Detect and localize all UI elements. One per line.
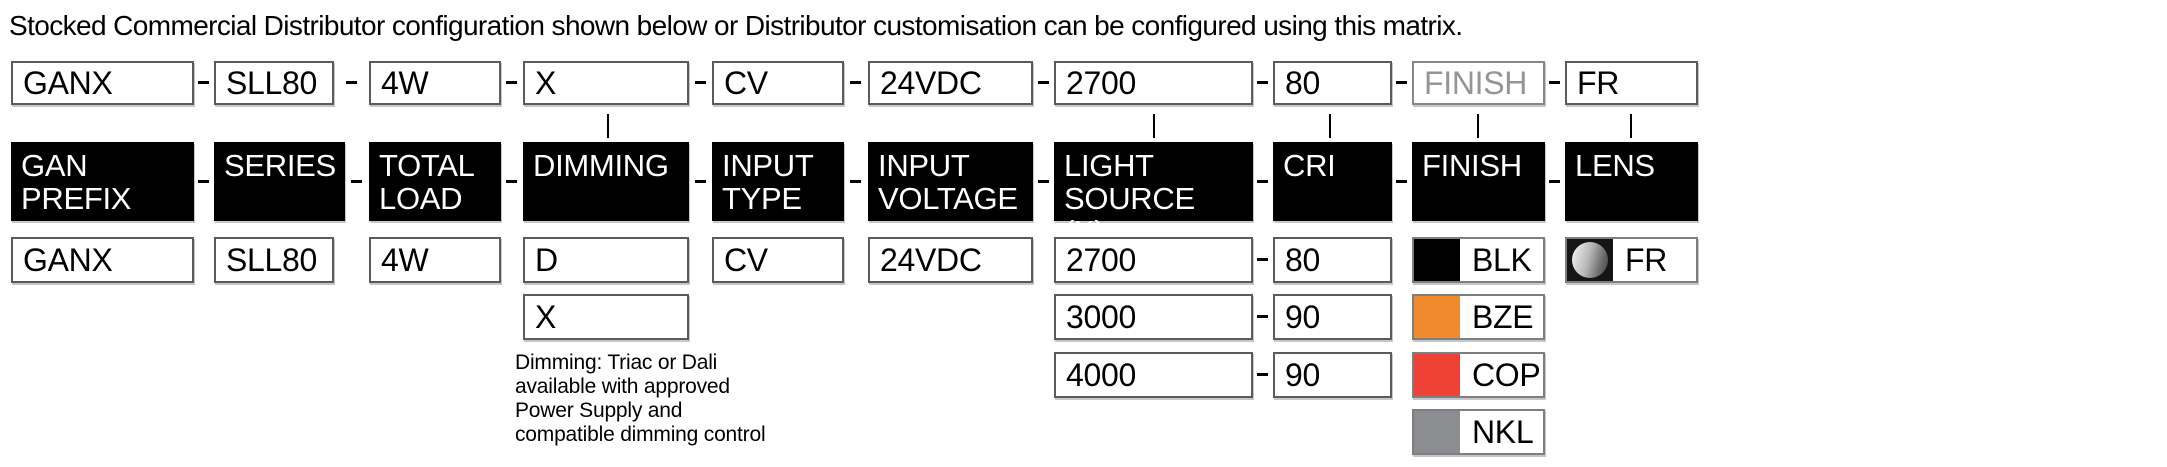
dash-separator bbox=[1257, 81, 1268, 84]
dash-separator bbox=[506, 180, 517, 183]
dash-separator bbox=[1396, 180, 1407, 183]
code-gan-prefix: GANX bbox=[11, 61, 194, 105]
dimming-note-line: available with approved bbox=[515, 375, 730, 398]
finish-code-label: BLK bbox=[1472, 241, 1532, 278]
dash-separator bbox=[1396, 81, 1407, 84]
dash-separator bbox=[1038, 180, 1049, 183]
option-cri-90b: 90 bbox=[1273, 352, 1392, 398]
dash-separator bbox=[506, 81, 517, 84]
header-dimming: DIMMING bbox=[523, 142, 689, 221]
dash-separator bbox=[198, 180, 209, 183]
option-dimming-d: D bbox=[523, 237, 689, 283]
dash-separator bbox=[1257, 258, 1268, 261]
header-series: SERIES bbox=[214, 142, 345, 221]
frosted-lens-icon bbox=[1567, 239, 1613, 281]
code-total-load: 4W bbox=[369, 61, 501, 105]
dash-separator bbox=[351, 180, 362, 183]
finish-option-nkl: NKL bbox=[1412, 409, 1545, 455]
lens-code-label: FR bbox=[1625, 241, 1668, 278]
option-series-sll80: SLL80 bbox=[214, 237, 334, 283]
connector-line-finish bbox=[1477, 114, 1479, 138]
code-input-voltage: 24VDC bbox=[868, 61, 1033, 105]
header-finish: FINISH bbox=[1412, 142, 1545, 221]
code-light-source: 2700 bbox=[1054, 61, 1253, 105]
dash-separator bbox=[1257, 180, 1268, 183]
cop-color-swatch bbox=[1414, 354, 1460, 396]
dash-separator bbox=[850, 180, 861, 183]
finish-option-cop: COP bbox=[1412, 352, 1545, 398]
finish-code-label: NKL bbox=[1472, 413, 1534, 450]
dash-separator bbox=[198, 81, 209, 84]
dash-separator bbox=[850, 81, 861, 84]
finish-code-label: BZE bbox=[1472, 298, 1534, 335]
header-input-type: INPUT TYPE bbox=[712, 142, 844, 221]
option-light-source-2700: 2700 bbox=[1054, 237, 1253, 283]
lens-option-fr: FR bbox=[1565, 237, 1698, 283]
option-input-type-cv: CV bbox=[712, 237, 844, 283]
option-cri-80: 80 bbox=[1273, 237, 1392, 283]
dash-separator bbox=[1257, 373, 1268, 376]
header-gan-prefix: GAN PREFIX bbox=[11, 142, 194, 221]
dash-separator bbox=[1549, 180, 1560, 183]
finish-code-label: COP bbox=[1472, 356, 1541, 393]
code-lens: FR bbox=[1565, 61, 1698, 105]
blk-color-swatch bbox=[1414, 239, 1460, 281]
header-lens: LENS bbox=[1565, 142, 1698, 221]
code-dimming: X bbox=[523, 61, 689, 105]
connector-line-dimming bbox=[607, 114, 609, 138]
code-finish-placeholder: FINISH bbox=[1412, 61, 1545, 105]
connector-line-lens bbox=[1630, 114, 1632, 138]
finish-option-blk: BLK bbox=[1412, 237, 1545, 283]
dash-separator bbox=[1257, 315, 1268, 318]
option-light-source-4000: 4000 bbox=[1054, 352, 1253, 398]
code-cri: 80 bbox=[1273, 61, 1392, 105]
option-gan-prefix-ganx: GANX bbox=[11, 237, 194, 283]
dash-separator bbox=[346, 81, 357, 84]
dash-separator bbox=[1549, 81, 1560, 84]
header-input-voltage: INPUT VOLTAGE bbox=[868, 142, 1033, 221]
option-total-load-4w: 4W bbox=[369, 237, 501, 283]
dimming-note-line: Dimming: Triac or Dali bbox=[515, 351, 718, 374]
bze-color-swatch bbox=[1414, 296, 1460, 338]
dash-separator bbox=[695, 81, 706, 84]
connector-line-cri bbox=[1329, 114, 1331, 138]
dimming-note: Dimming: Triac or Dali available with ap… bbox=[515, 351, 766, 447]
dimming-note-line: compatible dimming control bbox=[515, 423, 766, 446]
dash-separator bbox=[1038, 81, 1049, 84]
header-total-load: TOTAL LOAD bbox=[369, 142, 501, 221]
code-input-type: CV bbox=[712, 61, 844, 105]
dash-separator bbox=[695, 180, 706, 183]
option-cri-90: 90 bbox=[1273, 294, 1392, 340]
code-series: SLL80 bbox=[214, 61, 334, 105]
option-dimming-x: X bbox=[523, 294, 689, 340]
header-cri: CRI bbox=[1273, 142, 1392, 221]
option-light-source-3000: 3000 bbox=[1054, 294, 1253, 340]
finish-option-bze: BZE bbox=[1412, 294, 1545, 340]
nkl-color-swatch bbox=[1414, 411, 1460, 453]
header-light-source: LIGHT SOURCE (K) bbox=[1054, 142, 1253, 248]
connector-line-light-source bbox=[1153, 114, 1155, 138]
option-input-voltage-24vdc: 24VDC bbox=[868, 237, 1033, 283]
dimming-note-line: Power Supply and bbox=[515, 399, 683, 422]
page-title: Stocked Commercial Distributor configura… bbox=[9, 10, 1463, 41]
